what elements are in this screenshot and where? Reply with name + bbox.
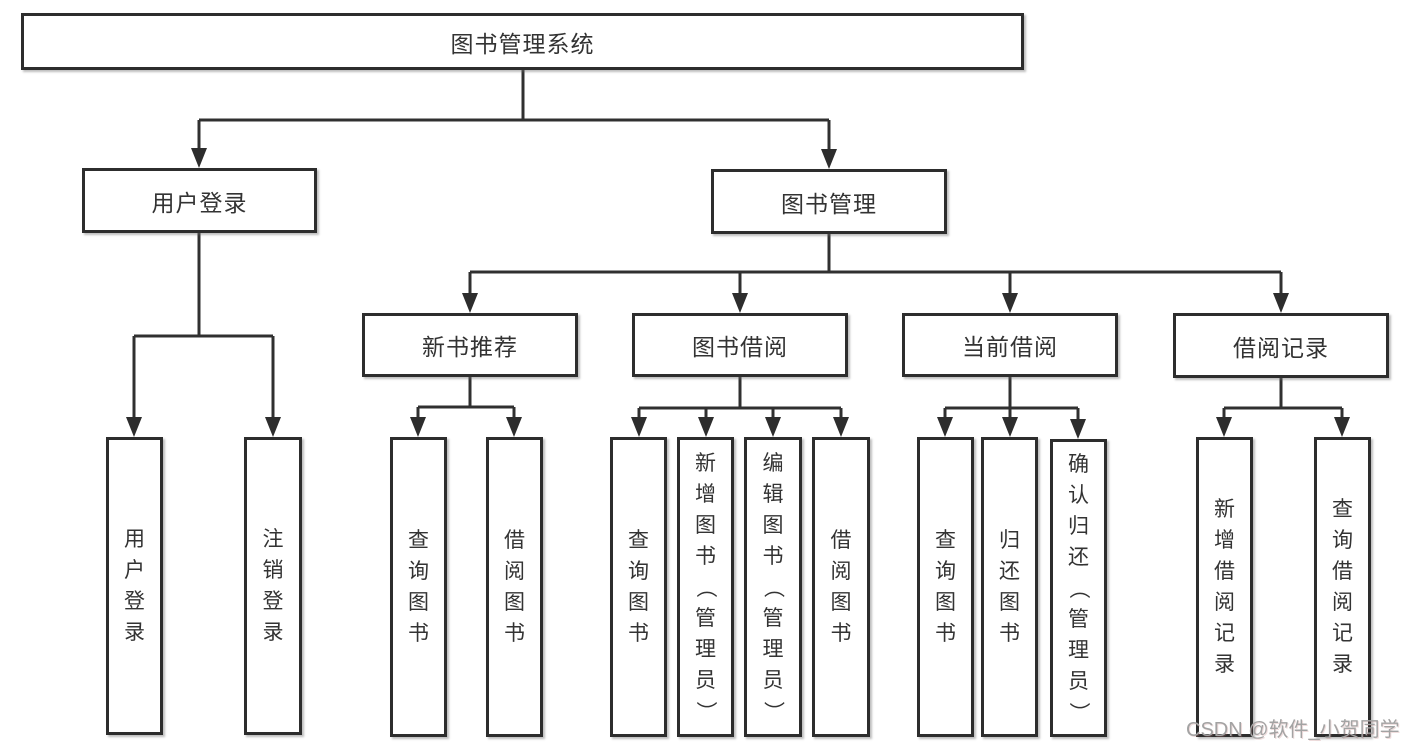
node-book-management-system: 图书管理系统 — [21, 13, 1024, 70]
connector-book-mgmt-branch — [462, 234, 1289, 313]
node-label: 确认归还（管理员） — [1067, 452, 1090, 723]
leaf-add-borrow-record: 新增借阅记录 — [1196, 437, 1253, 737]
node-label: 查询借阅记录 — [1332, 498, 1353, 676]
leaf-query-books-2: 查询图书 — [610, 437, 667, 737]
node-label: 新书推荐 — [422, 334, 518, 360]
node-label: 用户登录 — [124, 528, 145, 644]
node-label: 编辑图书（管理员） — [761, 451, 785, 722]
node-borrow-records: 借阅记录 — [1173, 313, 1389, 378]
node-label: 查询图书 — [935, 529, 956, 645]
csdn-watermark: CSDN @软件_小贺同学 — [1186, 719, 1400, 741]
leaf-edit-books-admin: 编辑图书（管理员） — [744, 437, 802, 737]
leaf-borrow-books-1: 借阅图书 — [486, 437, 543, 737]
node-label: 借阅图书 — [504, 529, 525, 645]
leaf-borrow-books-2: 借阅图书 — [812, 437, 870, 737]
node-label: 注销登录 — [262, 528, 284, 644]
leaf-return-books: 归还图书 — [981, 437, 1038, 737]
node-label: 借阅记录 — [1233, 334, 1329, 361]
leaf-add-books-admin: 新增图书（管理员） — [677, 437, 734, 737]
node-label: 用户登录 — [151, 189, 248, 216]
node-book-borrow: 图书借阅 — [632, 313, 848, 377]
node-label: 查询图书 — [408, 529, 429, 645]
node-label: 归还图书 — [999, 529, 1020, 645]
leaf-confirm-return-admin: 确认归还（管理员） — [1050, 439, 1107, 737]
leaf-query-books-1: 查询图书 — [390, 437, 447, 737]
node-current-borrow: 当前借阅 — [902, 313, 1118, 377]
connector-user-login-branch — [126, 233, 281, 437]
node-label: 当前借阅 — [962, 334, 1058, 360]
leaf-query-books-3: 查询图书 — [917, 437, 974, 737]
node-user-login: 用户登录 — [82, 168, 317, 233]
node-label: 查询图书 — [628, 529, 649, 645]
node-label: 借阅图书 — [830, 529, 852, 645]
node-label: 图书借阅 — [692, 334, 788, 360]
node-book-management: 图书管理 — [711, 169, 947, 234]
node-label: 新增图书（管理员） — [694, 451, 717, 722]
leaf-logout: 注销登录 — [244, 437, 302, 735]
node-label: 图书管理 — [781, 190, 877, 217]
connector-new-book-rec-branch — [410, 377, 522, 437]
node-new-book-recommend: 新书推荐 — [362, 313, 578, 377]
connector-root-to-level2 — [191, 70, 837, 169]
connector-current-borrow-branch — [937, 377, 1086, 439]
leaf-user-login: 用户登录 — [106, 437, 163, 735]
node-label: 新增借阅记录 — [1214, 498, 1235, 676]
connector-borrow-records-branch — [1216, 378, 1350, 437]
node-label: 图书管理系统 — [450, 30, 595, 57]
leaf-query-borrow-record: 查询借阅记录 — [1314, 437, 1371, 737]
connector-book-borrow-branch — [631, 377, 849, 437]
